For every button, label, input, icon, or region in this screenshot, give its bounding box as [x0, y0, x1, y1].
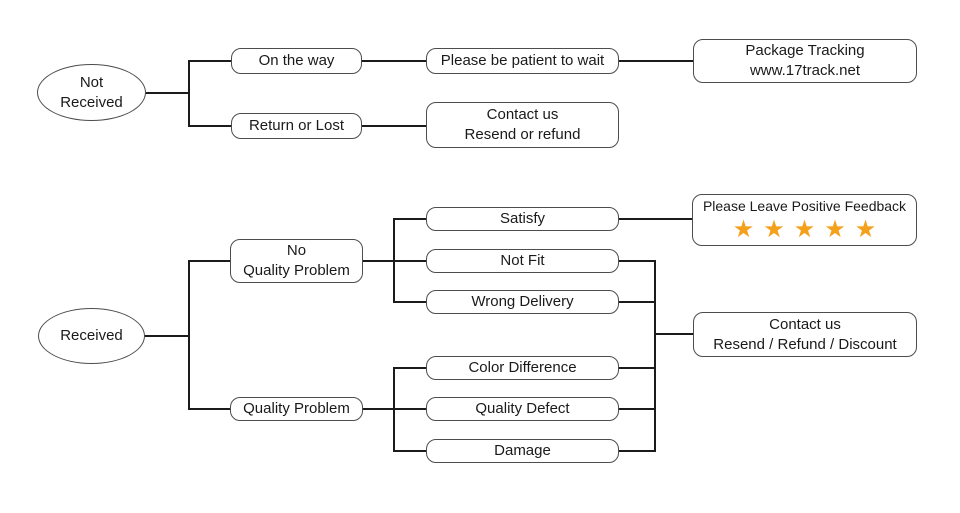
terminal-received: Received [38, 308, 145, 364]
connector-line [393, 450, 426, 452]
connector-line [362, 125, 426, 127]
connector-line [188, 408, 230, 410]
node-contact-us-resend-refund: Contact us Resend or refund [426, 102, 619, 148]
node-satisfy: Satisfy [426, 207, 619, 231]
connector-line [619, 367, 656, 369]
connector-line [145, 92, 189, 94]
node-positive-feedback: Please Leave Positive Feedback ★★★★★ [692, 194, 917, 246]
star-rating-icons: ★★★★★ [732, 215, 886, 243]
node-no-quality-problem: No Quality Problem [230, 239, 363, 283]
node-damage: Damage [426, 439, 619, 463]
connector-line [619, 218, 692, 220]
connector-line [188, 125, 231, 127]
node-quality-defect: Quality Defect [426, 397, 619, 421]
connector-line [619, 301, 656, 303]
connector-line [393, 367, 395, 452]
connector-line [619, 408, 656, 410]
connector-line [188, 60, 231, 62]
connector-line [393, 218, 395, 303]
node-wrong-delivery: Wrong Delivery [426, 290, 619, 314]
terminal-not-received: Not Received [37, 64, 146, 121]
connector-line [654, 333, 693, 335]
node-package-tracking: Package Tracking www.17track.net [693, 39, 917, 83]
connector-line [393, 301, 426, 303]
node-not-fit: Not Fit [426, 249, 619, 273]
connector-line [619, 60, 693, 62]
connector-line [188, 60, 190, 127]
connector-line [619, 450, 656, 452]
connector-line [393, 218, 426, 220]
connector-line [393, 367, 426, 369]
node-color-difference: Color Difference [426, 356, 619, 380]
node-return-or-lost: Return or Lost [231, 113, 362, 139]
connector-line [144, 335, 189, 337]
node-on-the-way: On the way [231, 48, 362, 74]
positive-feedback-label: Please Leave Positive Feedback [702, 198, 907, 214]
connector-line [654, 260, 656, 452]
node-please-be-patient: Please be patient to wait [426, 48, 619, 74]
connector-line [362, 60, 426, 62]
connector-line [188, 260, 190, 410]
node-quality-problem: Quality Problem [230, 397, 363, 421]
node-contact-us-resend-refund-discount: Contact us Resend / Refund / Discount [693, 312, 917, 357]
connector-line [619, 260, 656, 262]
connector-line [188, 260, 230, 262]
